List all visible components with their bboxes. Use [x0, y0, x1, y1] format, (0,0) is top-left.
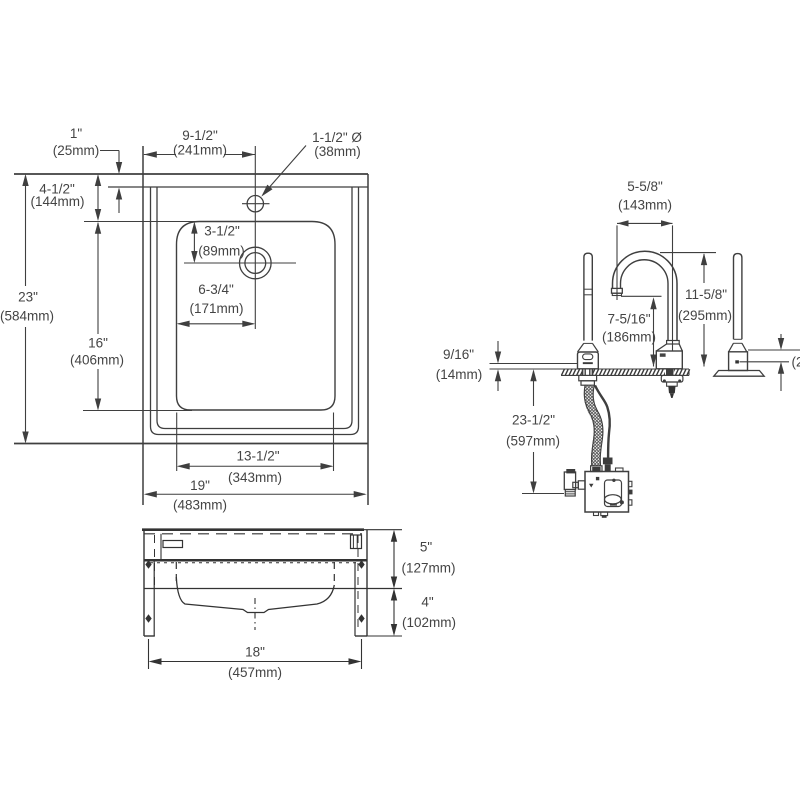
svg-text:(144mm): (144mm) — [30, 194, 84, 209]
svg-text:23-1/2": 23-1/2" — [512, 413, 555, 428]
svg-text:19": 19" — [190, 478, 210, 493]
svg-text:(143mm): (143mm) — [618, 198, 672, 213]
svg-text:(14mm): (14mm) — [436, 367, 483, 382]
svg-text:5": 5" — [420, 540, 433, 555]
svg-text:(406mm): (406mm) — [70, 353, 124, 368]
svg-text:(38mm): (38mm) — [314, 144, 361, 159]
svg-text:13-1/2": 13-1/2" — [236, 449, 279, 464]
svg-text:(295mm): (295mm) — [678, 308, 732, 323]
svg-text:23": 23" — [18, 290, 38, 305]
svg-text:11-5/8": 11-5/8" — [685, 287, 727, 302]
svg-text:16": 16" — [88, 336, 108, 351]
svg-text:(127mm): (127mm) — [401, 561, 455, 576]
svg-text:(241mm): (241mm) — [173, 143, 227, 158]
svg-text:1-1/2" Ø: 1-1/2" Ø — [312, 130, 362, 145]
svg-text:3-1/2": 3-1/2" — [204, 224, 240, 239]
svg-text:(483mm): (483mm) — [173, 498, 227, 513]
svg-text:(171mm): (171mm) — [189, 301, 243, 316]
svg-text:9-1/2": 9-1/2" — [182, 128, 218, 143]
svg-text:5-5/8": 5-5/8" — [627, 179, 663, 194]
svg-text:18": 18" — [245, 645, 265, 660]
svg-text:(584mm): (584mm) — [0, 309, 54, 324]
svg-text:4": 4" — [421, 595, 434, 610]
svg-text:(89mm): (89mm) — [198, 244, 245, 259]
svg-text:7-5/16": 7-5/16" — [607, 312, 650, 327]
svg-text:(597mm): (597mm) — [506, 434, 560, 449]
svg-text:9/16": 9/16" — [443, 347, 474, 362]
svg-text:6-3/4": 6-3/4" — [198, 282, 234, 297]
svg-text:(102mm): (102mm) — [402, 615, 456, 630]
svg-text:(343mm): (343mm) — [228, 470, 282, 485]
svg-text:1": 1" — [70, 126, 83, 141]
svg-text:4-1/2": 4-1/2" — [39, 182, 75, 197]
svg-text:(186mm): (186mm) — [602, 330, 656, 345]
svg-text:(457mm): (457mm) — [228, 665, 282, 680]
svg-text:(25mm): (25mm) — [53, 143, 100, 158]
svg-text:(2: (2 — [792, 355, 800, 370]
